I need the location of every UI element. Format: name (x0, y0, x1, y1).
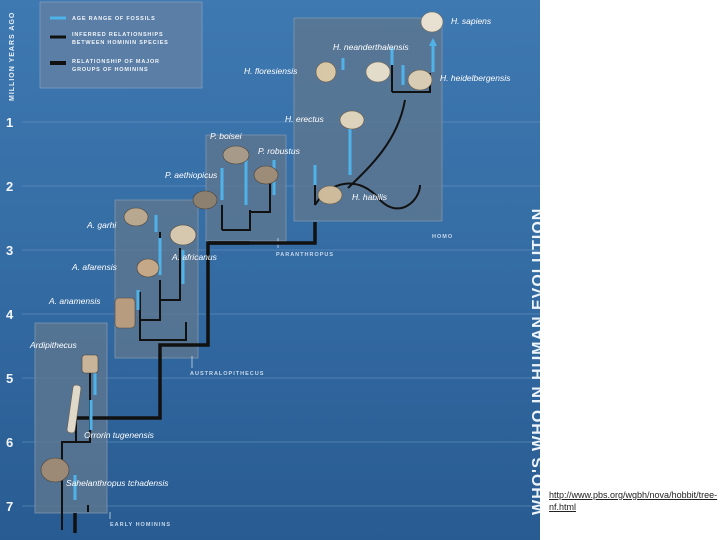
source-url[interactable]: http://www.pbs.org/wgbh/nova/hobbit/tree… (549, 490, 718, 512)
anamensis-fossil-icon (114, 297, 136, 329)
aethiopicus-skull-icon (192, 190, 218, 210)
label-boisei: P. boisei (210, 131, 243, 141)
neanderthalensis-skull-icon (365, 61, 391, 83)
evolution-chart: MILLION YEARS AGO 1 2 3 4 5 6 7 AGE RANG… (0, 0, 540, 540)
legend-groups-1: RELATIONSHIP OF MAJOR (72, 59, 160, 65)
diagram-title: WHO'S WHO IN HUMAN EVOLUTION (530, 208, 540, 515)
axis-label: MILLION YEARS AGO (9, 12, 16, 101)
tick-4: 4 (6, 307, 14, 322)
group-relationships (73, 222, 317, 533)
label-robustus: P. robustus (258, 146, 301, 156)
label-sapiens: H. sapiens (451, 16, 492, 26)
group-label-homo: HOMO (432, 234, 453, 240)
heidelbergensis-skull-icon (407, 69, 433, 91)
tick-3: 3 (6, 243, 13, 258)
tick-1: 1 (6, 115, 13, 130)
ardipithecus-fossil-icon (81, 354, 99, 374)
legend: AGE RANGE OF FOSSILS INFERRED RELATIONSH… (39, 1, 203, 89)
tick-2: 2 (6, 179, 13, 194)
label-garhi: A. garhi (86, 220, 117, 230)
orrorin-bone-icon (66, 384, 82, 434)
africanus-skull-icon (169, 224, 197, 246)
sahelanthropus-skull-icon (40, 457, 70, 483)
label-habilis: H. habilis (352, 192, 388, 202)
fossil-icons (40, 11, 444, 483)
tick-6: 6 (6, 435, 13, 450)
label-erectus: H. erectus (285, 114, 324, 124)
afarensis-skull-icon (136, 258, 160, 278)
homo-box (293, 17, 443, 222)
evolution-diagram: MILLION YEARS AGO 1 2 3 4 5 6 7 AGE RANG… (6, 1, 540, 533)
tick-5: 5 (6, 371, 13, 386)
tick-7: 7 (6, 499, 13, 514)
floresiensis-skull-icon (315, 61, 337, 83)
label-sahelanthropus: Sahelanthropus tchadensis (66, 478, 169, 488)
sapiens-skull-icon (420, 11, 444, 33)
legend-species-2: BETWEEN HOMININ SPECIES (72, 40, 169, 46)
boisei-skull-icon (222, 145, 250, 165)
label-afarensis: A. afarensis (71, 262, 118, 272)
label-orrorin: Orrorin tugenensis (84, 430, 155, 440)
group-label-australopithecus: AUSTRALOPITHECUS (190, 371, 264, 377)
label-neanderthalensis: H. neanderthalensis (333, 42, 409, 52)
group-label-paranthropus: PARANTHROPUS (276, 252, 334, 258)
garhi-skull-icon (123, 207, 149, 227)
label-aethiopicus: P. aethiopicus (165, 170, 218, 180)
source-link[interactable]: http://www.pbs.org/wgbh/nova/hobbit/tree… (549, 489, 719, 513)
legend-species-1: INFERRED RELATIONSHIPS (72, 32, 163, 38)
habilis-skull-icon (317, 185, 343, 205)
label-anamensis: A. anamensis (48, 296, 101, 306)
label-africanus: A. africanus (171, 252, 218, 262)
gridlines (22, 121, 540, 507)
group-label-early: EARLY HOMININS (110, 522, 171, 528)
legend-fossils: AGE RANGE OF FOSSILS (72, 16, 156, 22)
label-ardipithecus: Ardipithecus (29, 340, 78, 350)
erectus-skull-icon (339, 110, 365, 130)
legend-groups-2: GROUPS OF HOMININS (72, 67, 148, 73)
label-heidelbergensis: H. heidelbergensis (440, 73, 511, 83)
robustus-skull-icon (253, 165, 279, 185)
label-floresiensis: H. floresiensis (244, 66, 298, 76)
sapiens-arrow-icon (429, 38, 437, 46)
